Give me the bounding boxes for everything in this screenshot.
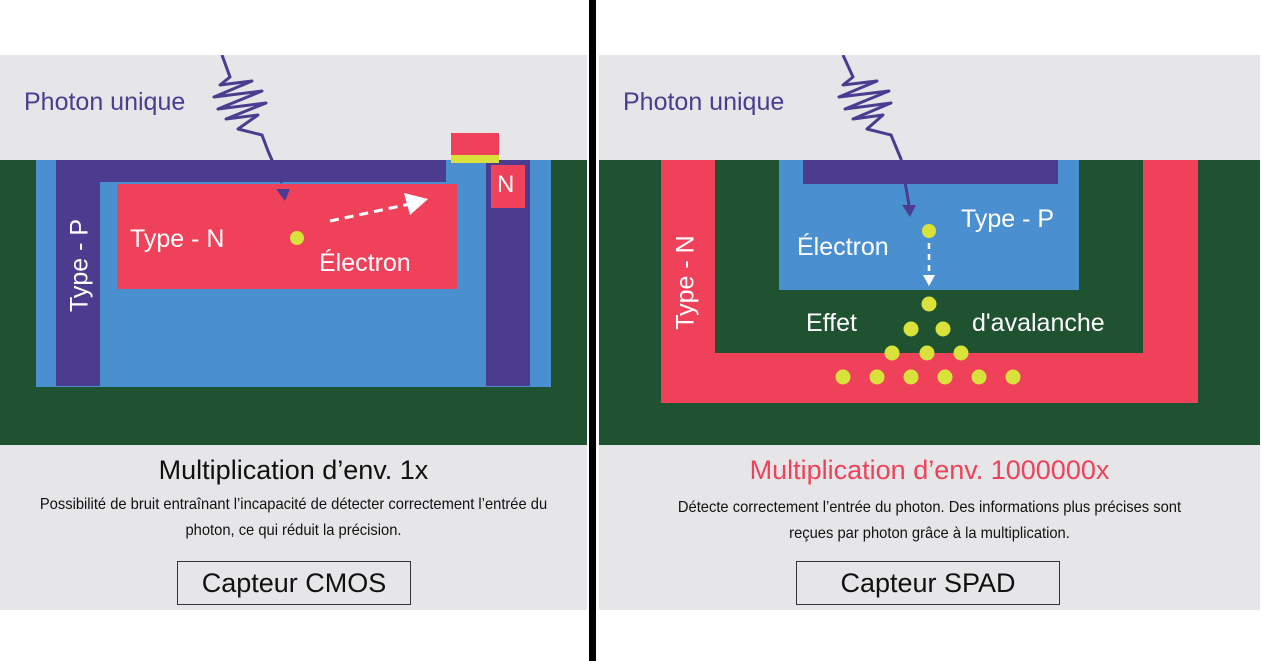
spad-electron-dot <box>922 224 936 238</box>
spad-p-type-label: Type - P <box>961 205 1055 233</box>
cmos-gate-top <box>56 160 446 182</box>
spad-avalanche-dots <box>835 296 1021 385</box>
avalanche-dot <box>971 369 987 385</box>
cmos-electron-arrowhead-icon <box>404 193 428 215</box>
cmos-panel: Photon unique Type - P Type - N N Électr… <box>0 55 587 610</box>
spad-diagram <box>599 55 1260 445</box>
avalanche-dot <box>921 296 937 312</box>
spad-effect-label: Effet <box>806 309 857 337</box>
cmos-p-type-label: Type - P <box>65 218 94 313</box>
spad-sensor-label-box: Capteur SPAD <box>796 561 1060 605</box>
cmos-n-contact-label: N <box>497 171 515 198</box>
avalanche-dot <box>953 345 969 361</box>
avalanche-dot <box>869 369 885 385</box>
avalanche-dot <box>835 369 851 385</box>
spad-photon-label: Photon unique <box>623 88 785 116</box>
avalanche-dot <box>903 321 919 337</box>
cmos-contact-pad-yellow <box>451 155 499 163</box>
spad-n-type-label: Type - N <box>671 235 700 330</box>
spad-gate-top <box>803 160 1058 184</box>
spad-description-line2: reçues par photon grâce à la multiplicat… <box>789 525 1070 542</box>
cmos-electron-dot <box>290 231 304 245</box>
spad-avalanche-label: d'avalanche <box>972 309 1105 337</box>
cmos-multiplication-title: Multiplication d’env. 1x <box>158 455 429 485</box>
cmos-description-line2: photon, ce qui réduit la précision. <box>185 522 402 539</box>
spad-multiplication-title: Multiplication d’env. 1000000x <box>749 455 1110 485</box>
avalanche-dot <box>903 369 919 385</box>
cmos-n-type-label: Type - N <box>130 225 225 253</box>
cmos-description: Possibilité de bruit entraînant l’incapa… <box>23 492 563 544</box>
cmos-photon-label: Photon unique <box>24 88 186 116</box>
spad-electron-label: Électron <box>797 233 889 261</box>
cmos-n-region <box>117 184 457 289</box>
cmos-n-contact <box>491 165 525 208</box>
spad-description-line1: Détecte correctement l’entrée du photon.… <box>677 499 1182 516</box>
spad-photon-arrowhead-icon <box>902 205 916 217</box>
cmos-sensor-label-box: Capteur CMOS <box>177 561 411 605</box>
spad-electron-arrowhead-icon <box>923 275 935 286</box>
cmos-electron-label: Électron <box>319 249 411 277</box>
avalanche-dot <box>937 369 953 385</box>
spad-photon-wave-icon <box>837 55 911 206</box>
spad-description: Détecte correctement l’entrée du photon.… <box>625 495 1233 547</box>
avalanche-dot <box>935 321 951 337</box>
panel-divider <box>589 0 596 661</box>
cmos-photon-wave-icon <box>212 55 284 184</box>
cmos-description-line1: Possibilité de bruit entraînant l’incapa… <box>39 496 548 513</box>
avalanche-dot <box>884 345 900 361</box>
cmos-photon-arrowhead-icon <box>276 189 290 201</box>
cmos-contact-pad-red <box>451 133 499 155</box>
cmos-diagram <box>0 55 587 445</box>
avalanche-dot <box>1005 369 1021 385</box>
cmos-left-bar <box>56 160 100 386</box>
cmos-electron-arrow-icon <box>329 202 411 223</box>
spad-panel: Photon unique Type - N Type - P Électron… <box>599 55 1260 610</box>
avalanche-dot <box>919 345 935 361</box>
